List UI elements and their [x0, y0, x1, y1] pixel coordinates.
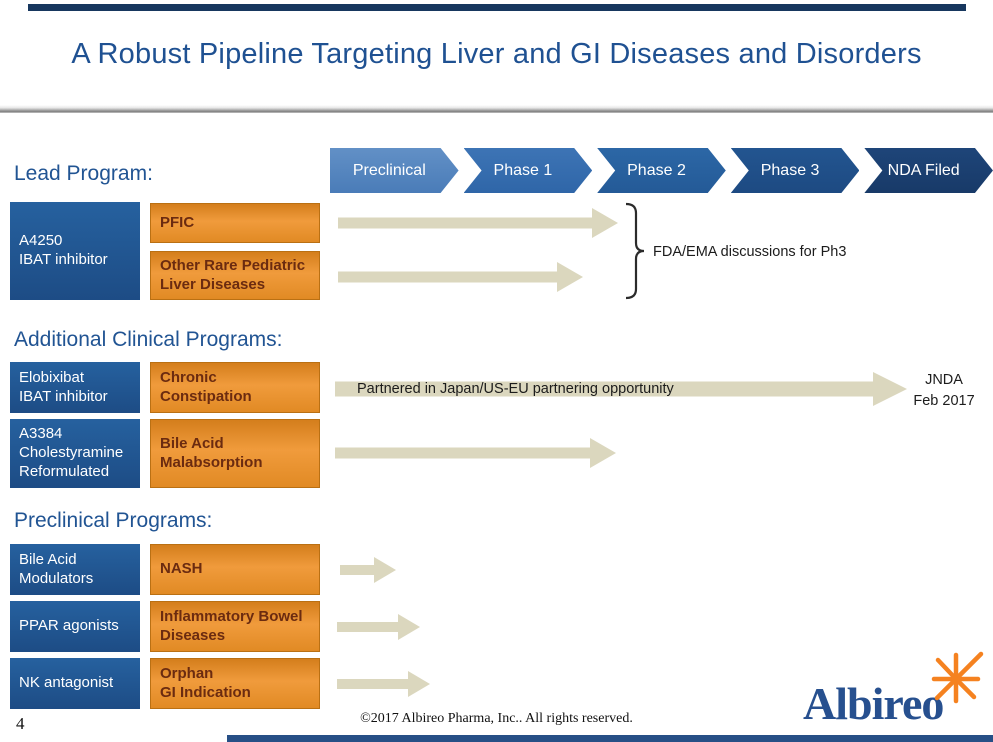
arrow-shaft — [340, 565, 374, 575]
slide-title: A Robust Pipeline Targeting Liver and GI… — [71, 38, 922, 70]
progress-arrow-ibd — [337, 613, 420, 641]
arrow-shaft — [335, 381, 873, 397]
arrow-head-icon — [398, 614, 420, 640]
progress-arrow-pfic — [338, 208, 618, 238]
arrow-shaft — [338, 271, 557, 283]
progress-arrow-elobixibat: Partnered in Japan/US-EU partnering oppo… — [335, 372, 907, 406]
phase-track: Preclinical Phase 1 Phase 2 Phase 3 NDA … — [330, 148, 993, 193]
brace-icon — [622, 202, 646, 305]
arrow-shaft — [337, 679, 408, 689]
albireo-star-icon — [931, 651, 984, 704]
indication-box-nash: NASH — [150, 544, 320, 595]
annotation-fda-ema: FDA/EMA discussions for Ph3 — [653, 244, 847, 260]
milestone-jnda: JNDA Feb 2017 — [913, 372, 975, 410]
arrow-shaft — [335, 447, 590, 459]
arrow-head-icon — [590, 438, 616, 468]
arrow-head-icon — [873, 372, 907, 406]
section-heading-lead-program: Lead Program: — [14, 162, 153, 185]
phase-label: Preclinical — [352, 161, 426, 179]
phase-label: Phase 2 — [627, 161, 686, 179]
section-heading-preclinical: Preclinical Programs: — [14, 509, 213, 532]
arrow-shaft — [338, 217, 592, 229]
progress-arrow-other-rare — [338, 262, 583, 292]
phase-chevron-phase2: Phase 2 — [597, 148, 726, 193]
phase-label: Phase 1 — [493, 161, 553, 179]
indication-box-pfic: PFIC — [150, 203, 320, 243]
title-divider — [0, 105, 993, 113]
arrow-head-icon — [557, 262, 583, 292]
page-number: 4 — [16, 714, 25, 733]
indication-box-bile-acid-malabsorption: Bile Acid Malabsorption — [150, 419, 320, 488]
indication-box-orphan-gi: Orphan GI Indication — [150, 658, 320, 709]
program-box-a3384: A3384 Cholestyramine Reformulated — [10, 419, 140, 488]
top-accent-bar — [28, 4, 966, 11]
indication-box-chronic-constipation: Chronic Constipation — [150, 362, 320, 413]
albireo-logo-text: Albireo — [803, 678, 944, 729]
phase-label: NDA Filed — [887, 161, 960, 179]
program-box-nk-antagonist: NK antagonist — [10, 658, 140, 709]
phase-chevron-phase3: Phase 3 — [731, 148, 860, 193]
phase-label: Phase 3 — [760, 161, 820, 179]
program-box-bile-acid-modulators: Bile Acid Modulators — [10, 544, 140, 595]
copyright-text: ©2017 Albireo Pharma, Inc.. All rights r… — [360, 711, 633, 726]
section-heading-additional-clinical: Additional Clinical Programs: — [14, 328, 283, 351]
program-box-a4250: A4250 IBAT inhibitor — [10, 202, 140, 300]
program-box-ppar-agonists: PPAR agonists — [10, 601, 140, 652]
arrow-head-icon — [408, 671, 430, 697]
arrow-shaft — [337, 622, 398, 632]
indication-box-ibd: Inflammatory Bowel Diseases — [150, 601, 320, 652]
phase-chevron-nda-filed: NDA Filed — [864, 148, 993, 193]
arrow-label-partnered: Partnered in Japan/US-EU partnering oppo… — [357, 381, 674, 397]
phase-chevron-phase1: Phase 1 — [464, 148, 593, 193]
progress-arrow-orphan-gi — [337, 670, 430, 698]
indication-box-other-rare-pediatric: Other Rare Pediatric Liver Diseases — [150, 251, 320, 300]
arrow-head-icon — [374, 557, 396, 583]
program-box-elobixibat: Elobixibat IBAT inhibitor — [10, 362, 140, 413]
bottom-accent-bar — [227, 735, 993, 742]
albireo-logo: Albireo — [795, 651, 985, 734]
progress-arrow-a3384 — [335, 438, 616, 468]
arrow-head-icon — [592, 208, 618, 238]
progress-arrow-nash — [340, 556, 396, 584]
phase-chevron-preclinical: Preclinical — [330, 148, 459, 193]
